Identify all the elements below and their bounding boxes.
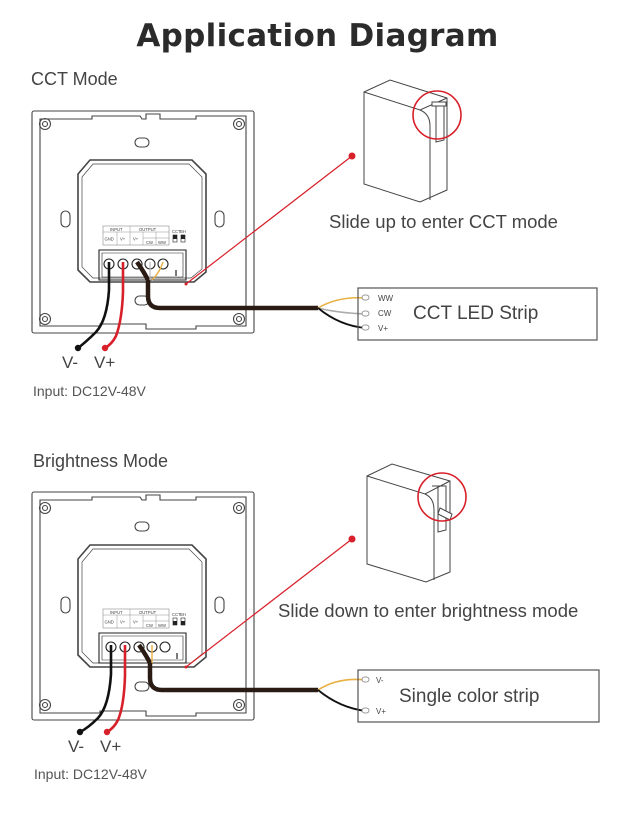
v-minus-label-brightness: V- <box>68 737 85 756</box>
highlight-circle-brightness <box>417 472 467 522</box>
svg-text:BH: BH <box>180 229 186 234</box>
output-cable-brightness <box>137 643 318 693</box>
leader-line-brightness <box>185 538 353 668</box>
terminal-block-cct <box>98 249 187 281</box>
leader-line-cct <box>185 155 353 285</box>
wire-v-plus-brightness <box>106 645 127 734</box>
switch-closeup-brightness <box>366 463 453 583</box>
highlight-circle-cct <box>412 90 462 140</box>
svg-text:INPUT: INPUT <box>110 610 123 615</box>
svg-text:V+: V+ <box>120 237 126 242</box>
switch-caption-cct: Slide up to enter CCT mode <box>329 211 558 232</box>
strip-pin-vplus: V+ <box>378 324 389 333</box>
output-cable-cct <box>135 260 318 311</box>
svg-text:GND: GND <box>105 620 114 625</box>
wire-v-plus-cct <box>104 262 125 350</box>
single-color-strip <box>357 669 600 723</box>
svg-text:CCT: CCT <box>172 229 181 234</box>
input-spec-cct: Input: DC12V-48V <box>33 383 146 399</box>
strip-label-cct: CCT LED Strip <box>413 303 539 324</box>
svg-text:CW: CW <box>146 623 153 628</box>
section-heading-cct: CCT Mode <box>31 69 118 89</box>
svg-text:V+: V+ <box>120 620 126 625</box>
terminal-label-table-cct: INPUT OUTPUT GND V+ V+ CW WW CCT BH <box>102 225 186 246</box>
svg-text:CCT: CCT <box>172 612 181 617</box>
switch-closeup-cct <box>363 79 448 203</box>
wall-panel-cct <box>31 110 255 334</box>
svg-text:V+: V+ <box>133 620 139 625</box>
svg-text:V+: V+ <box>133 237 139 242</box>
input-spec-brightness: Input: DC12V-48V <box>34 766 147 782</box>
strip-pin-vplus-single: V+ <box>376 707 387 716</box>
svg-text:WW: WW <box>158 240 166 245</box>
svg-text:OUTPUT: OUTPUT <box>139 227 157 232</box>
section-heading-brightness: Brightness Mode <box>33 451 169 471</box>
page-title: Application Diagram <box>136 18 499 54</box>
svg-text:INPUT: INPUT <box>110 227 123 232</box>
terminal-label-table-brightness: INPUT OUTPUT GND V+ V+ CW WW CCT BH <box>102 608 186 629</box>
wire-v-minus-brightness <box>79 645 113 734</box>
strip-pin-ww: WW <box>378 294 394 303</box>
svg-text:WW: WW <box>158 623 166 628</box>
svg-text:GND: GND <box>105 237 114 242</box>
wall-panel-brightness <box>31 491 255 721</box>
strip-label-brightness: Single color strip <box>399 686 540 707</box>
svg-text:OUTPUT: OUTPUT <box>139 610 157 615</box>
v-plus-label-cct: V+ <box>94 353 116 372</box>
cct-led-strip <box>357 287 598 341</box>
wire-v-minus-cct <box>77 262 111 350</box>
v-plus-label-brightness: V+ <box>100 737 122 756</box>
svg-text:BH: BH <box>180 612 186 617</box>
terminal-block-brightness <box>98 632 187 664</box>
switch-caption-brightness: Slide down to enter brightness mode <box>278 600 579 621</box>
strip-pin-vminus: V- <box>376 676 384 685</box>
v-minus-label-cct: V- <box>62 353 79 372</box>
svg-text:CW: CW <box>146 240 153 245</box>
strip-pin-cw: CW <box>378 309 392 318</box>
